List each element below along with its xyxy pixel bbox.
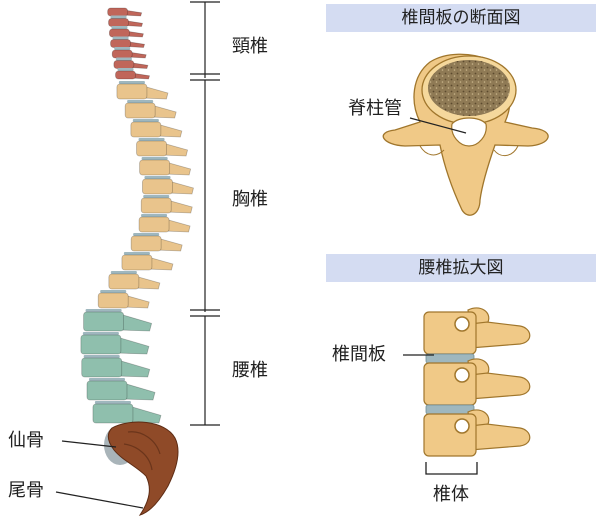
lumbar-zoom-title: 腰椎拡大図 — [326, 254, 596, 282]
thoracic-vertebra — [140, 197, 172, 214]
intervertebral-disc — [114, 47, 131, 50]
region-bracket — [190, 1, 220, 426]
intervertebral-disc — [143, 195, 170, 198]
intervertebral-disc — [88, 378, 125, 381]
lumbar-vertebra — [83, 311, 124, 332]
intervertebral-disc — [144, 176, 171, 179]
spinal-canal-label: 脊柱管 — [348, 98, 402, 119]
cervical-vertebra — [110, 39, 131, 48]
thoracic-vertebra — [108, 273, 140, 290]
intervertebral-disc — [117, 68, 134, 71]
intervertebral-disc — [118, 81, 145, 84]
lumbar-vertebra — [80, 334, 122, 355]
foramen-ring — [454, 316, 470, 332]
thoracic-vertebra — [130, 235, 162, 252]
disc-label: 椎間板 — [332, 344, 386, 365]
lumbar-spinous-process — [469, 421, 531, 451]
lumbar-spinous-process — [116, 336, 150, 355]
thoracic-label: 胸椎 — [232, 189, 268, 210]
lumbar-vertebral-body — [423, 362, 477, 406]
intervertebral-disc — [123, 252, 150, 255]
lumbar-vertebra — [81, 357, 123, 378]
intervertebral-disc — [132, 119, 159, 122]
cervical-vertebra — [113, 60, 135, 69]
lumbar-zoom-illustration — [423, 307, 531, 457]
intervertebral-disc — [94, 401, 131, 404]
thoracic-vertebra — [121, 254, 153, 271]
sacrum — [104, 421, 179, 516]
intervertebral-disc — [83, 355, 120, 358]
thoracic-vertebra — [142, 178, 173, 195]
lumbar-vertebra — [86, 380, 128, 401]
sacrum-label: 仙骨 — [8, 430, 44, 451]
intervertebral-disc — [133, 233, 160, 236]
coccyx-label: 尾骨 — [8, 480, 44, 501]
spinal-canal — [451, 117, 487, 147]
thoracic-vertebra — [139, 159, 171, 176]
lumbar-spinous-process — [469, 370, 531, 400]
cross-section-title: 椎間板の断面図 — [326, 4, 596, 32]
foramen-ring — [454, 367, 470, 383]
cervical-vertebra — [111, 49, 133, 59]
thoracic-vertebra — [124, 102, 156, 119]
sacrum-leader — [61, 440, 117, 448]
cervical-vertebra — [109, 28, 130, 38]
intervertebral-disc — [100, 290, 127, 293]
thoracic-vertebra — [130, 121, 162, 138]
canal-leader — [409, 117, 467, 134]
lumbar-vertebra — [92, 403, 134, 424]
vertebral-body-bracket — [425, 462, 478, 475]
lumbar-spinous-process — [128, 405, 162, 424]
intervertebral-disc — [141, 214, 168, 217]
intervertebral-disc — [110, 271, 137, 274]
cervical-label: 頸椎 — [232, 36, 268, 57]
thoracic-vertebra — [136, 140, 167, 157]
intervertebral-disc — [110, 15, 127, 19]
coccyx-leader — [55, 491, 144, 509]
intervertebral-disc — [138, 138, 165, 141]
cervical-vertebra — [108, 18, 129, 27]
spinal-column — [80, 7, 194, 424]
intervertebral-disc — [85, 309, 122, 312]
cervical-vertebra — [115, 70, 136, 80]
intervertebral-disc — [127, 100, 154, 103]
vertebra-cross-section — [382, 53, 549, 216]
vertebral-body-label: 椎体 — [433, 484, 469, 505]
lumbar-vertebral-body — [423, 413, 477, 457]
lumbar-vertebral-body — [423, 311, 477, 355]
thoracic-vertebra — [116, 83, 148, 100]
cervical-vertebra — [107, 7, 129, 17]
lumbar-label: 腰椎 — [232, 360, 268, 381]
intervertebral-disc — [111, 26, 128, 29]
foramen-ring — [454, 418, 470, 434]
lumbar-spinous-process — [117, 359, 151, 378]
intervertebral-disc — [82, 332, 119, 335]
lumbar-spinous-process — [469, 319, 531, 349]
lumbar-spinous-process — [119, 313, 153, 332]
intervertebral-disc — [141, 157, 168, 160]
thoracic-vertebra — [138, 216, 170, 233]
intervertebral-disc — [112, 36, 129, 40]
intervertebral-disc — [425, 404, 475, 415]
intervertebral-disc — [115, 57, 132, 61]
thoracic-vertebra — [97, 292, 129, 309]
lumbar-spinous-process — [122, 382, 156, 401]
